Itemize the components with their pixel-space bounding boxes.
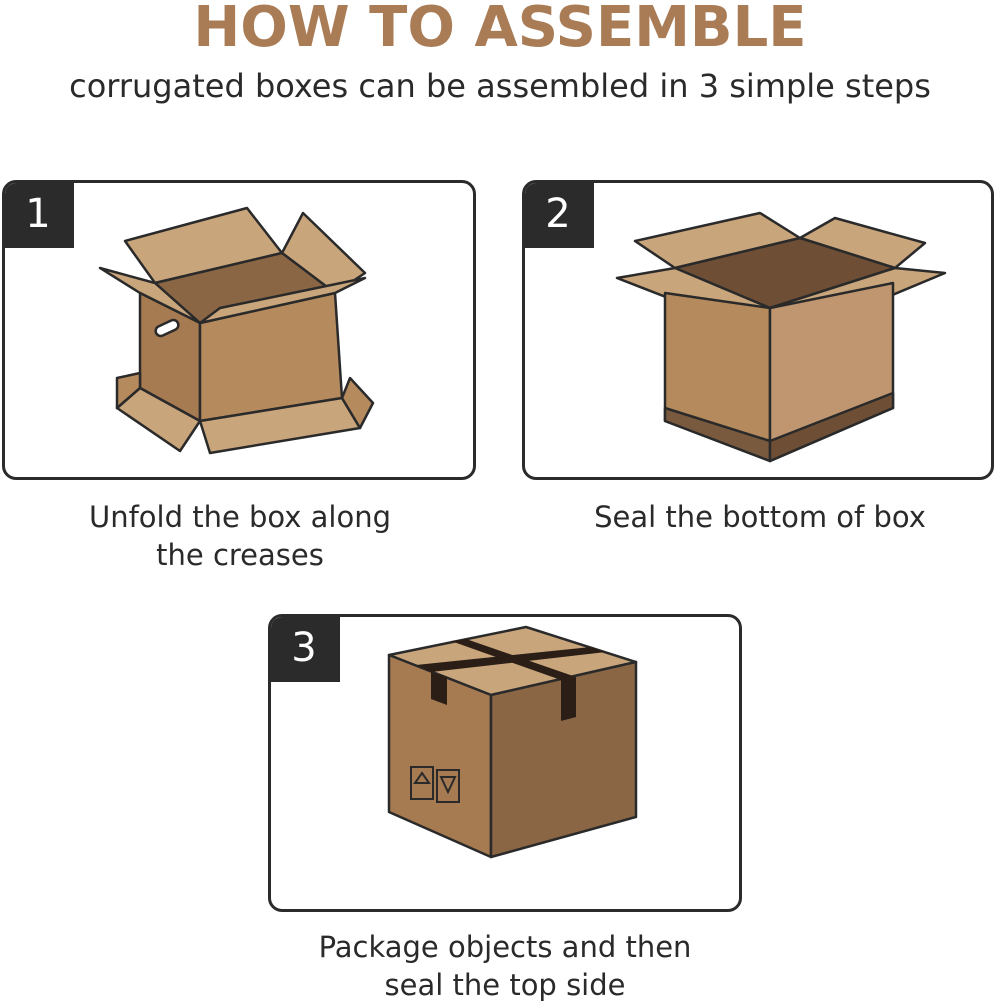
step-2-caption-line-1: Seal the bottom of box bbox=[594, 500, 926, 534]
step-3-card: 3 bbox=[268, 614, 742, 912]
step-1-card: 1 bbox=[2, 180, 476, 480]
page-title: HOW TO ASSEMBLE bbox=[193, 0, 807, 60]
step-2-number: 2 bbox=[525, 183, 594, 248]
step-2-caption: Seal the bottom of box bbox=[530, 498, 990, 536]
step-3-caption: Package objects and then seal the top si… bbox=[270, 928, 740, 1004]
unfolded-box-icon bbox=[98, 206, 375, 455]
page-subtitle: corrugated boxes can be assembled in 3 s… bbox=[69, 67, 931, 105]
step-2-card: 2 bbox=[522, 180, 994, 480]
step-3-caption-line-2: seal the top side bbox=[384, 968, 626, 1002]
step-3-caption-line-1: Package objects and then bbox=[318, 930, 692, 964]
fragile-symbol-icon bbox=[410, 766, 460, 803]
step-3-number: 3 bbox=[271, 617, 340, 682]
open-box-icon bbox=[615, 211, 947, 463]
step-1-caption-line-2: the creases bbox=[156, 538, 324, 572]
step-1-number: 1 bbox=[5, 183, 74, 248]
sealed-box-icon bbox=[387, 625, 638, 859]
step-1-caption: Unfold the box along the creases bbox=[10, 498, 470, 574]
step-1-caption-line-1: Unfold the box along bbox=[88, 500, 392, 534]
